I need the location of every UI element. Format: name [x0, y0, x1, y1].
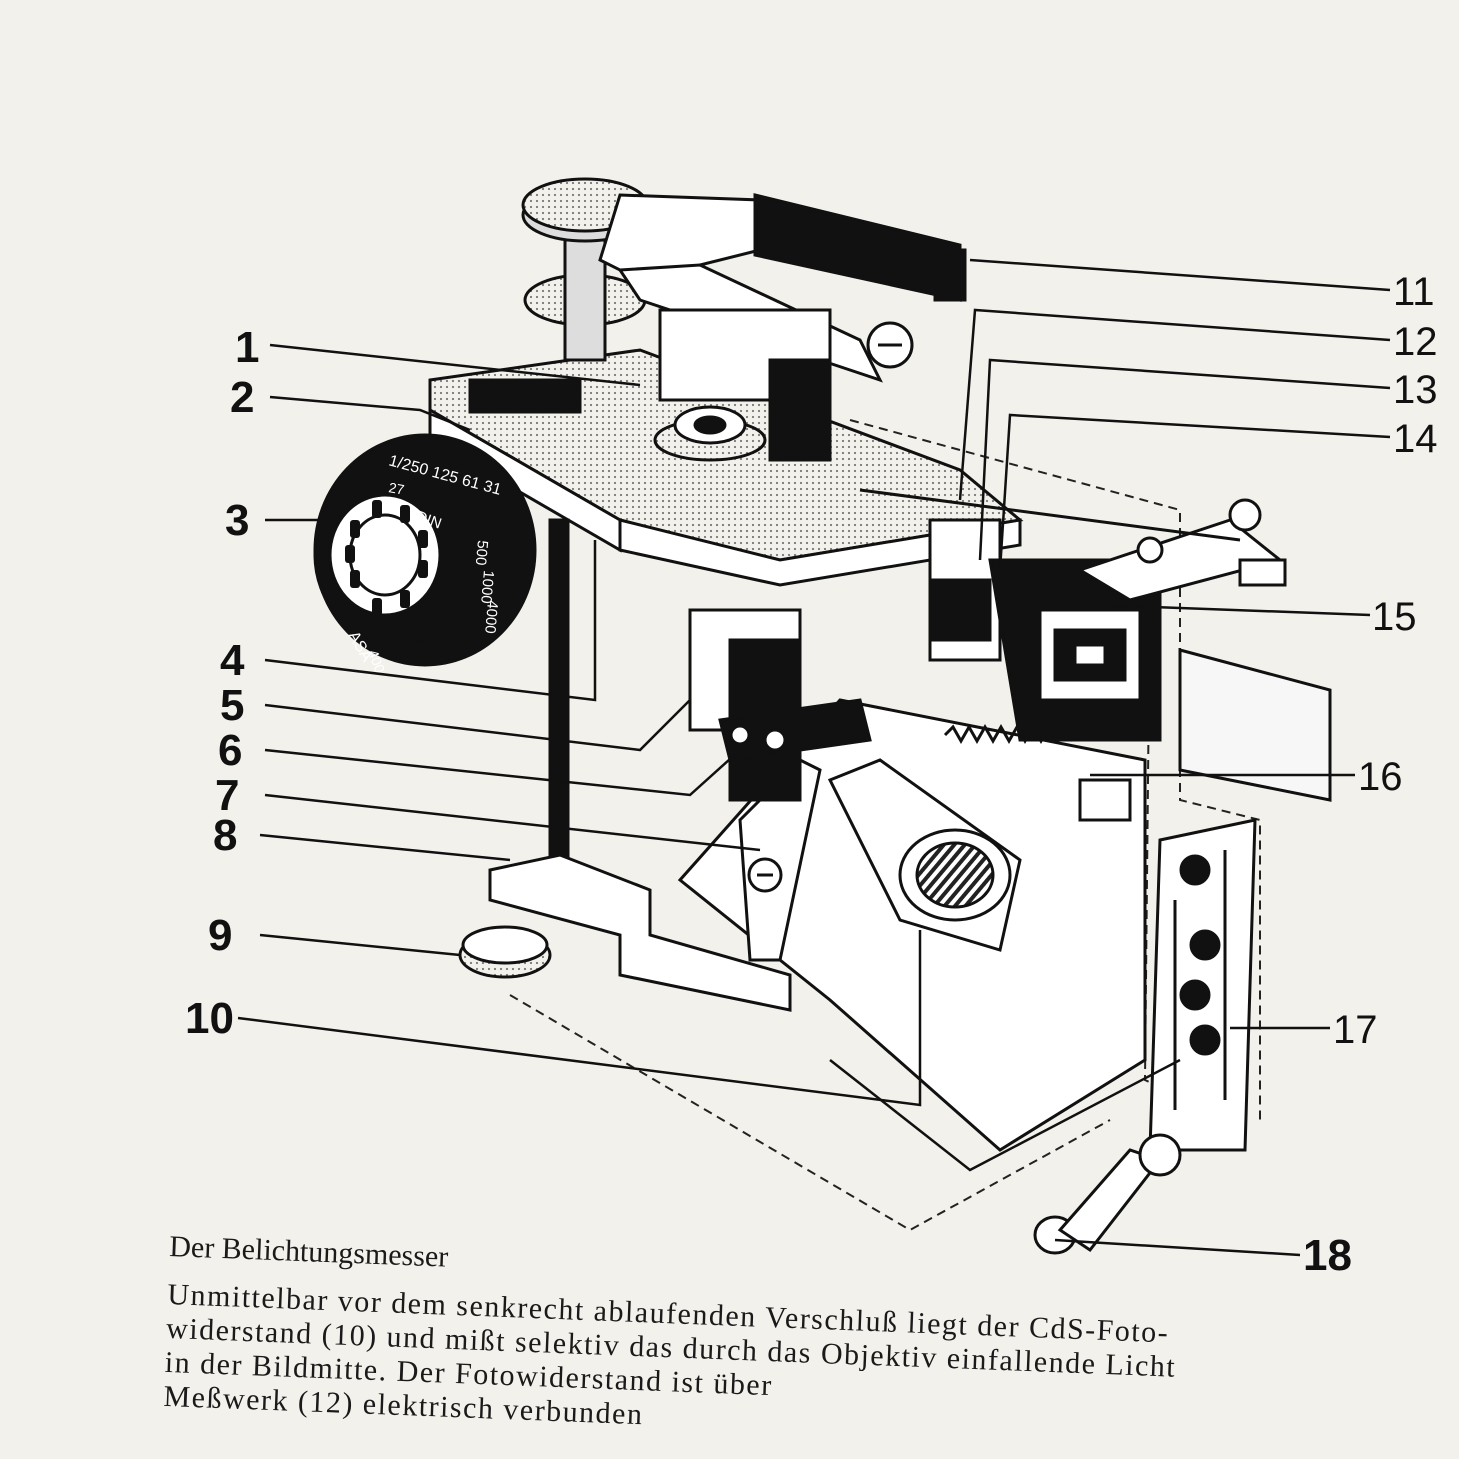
callout-17: 17 — [1333, 1008, 1378, 1052]
callout-16: 16 — [1358, 755, 1403, 799]
callout-13: 13 — [1393, 368, 1438, 412]
callout-5: 5 — [220, 681, 244, 730]
callout-18: 18 — [1303, 1231, 1352, 1280]
spring — [943, 723, 1132, 822]
dial-mark-2: 1000 — [477, 570, 497, 605]
callout-7: 7 — [215, 771, 239, 820]
callout-15: 15 — [1372, 595, 1417, 639]
leader-lines-right — [829, 258, 1391, 1257]
dial-mark-3: 4000 — [481, 600, 501, 635]
callout-14: 14 — [1393, 417, 1438, 461]
callout-2: 2 — [230, 373, 254, 422]
right-linkage — [859, 488, 1287, 602]
dial-mark-1: 500 — [472, 540, 491, 566]
film-speed-dial — [313, 433, 537, 667]
callout-1: 1 — [235, 323, 259, 372]
leader-lines-left — [237, 343, 922, 1107]
callout-11: 11 — [1393, 270, 1435, 314]
callout-10: 10 — [185, 994, 234, 1043]
rod-assembly — [458, 518, 792, 1012]
callout-8: 8 — [213, 811, 237, 860]
coupling-block — [688, 608, 872, 802]
callout-3: 3 — [225, 496, 249, 545]
callout-6: 6 — [218, 726, 242, 775]
dial-din-value: 27 — [387, 479, 405, 497]
callout-4: 4 — [220, 636, 245, 685]
dial-asa-value: 400 — [365, 648, 388, 676]
callout-9: 9 — [208, 911, 232, 960]
sensor-lever — [827, 758, 1022, 952]
circuit-board — [1148, 818, 1257, 1152]
callout-12: 12 — [1393, 320, 1438, 364]
button-eighteen — [1033, 1133, 1182, 1255]
